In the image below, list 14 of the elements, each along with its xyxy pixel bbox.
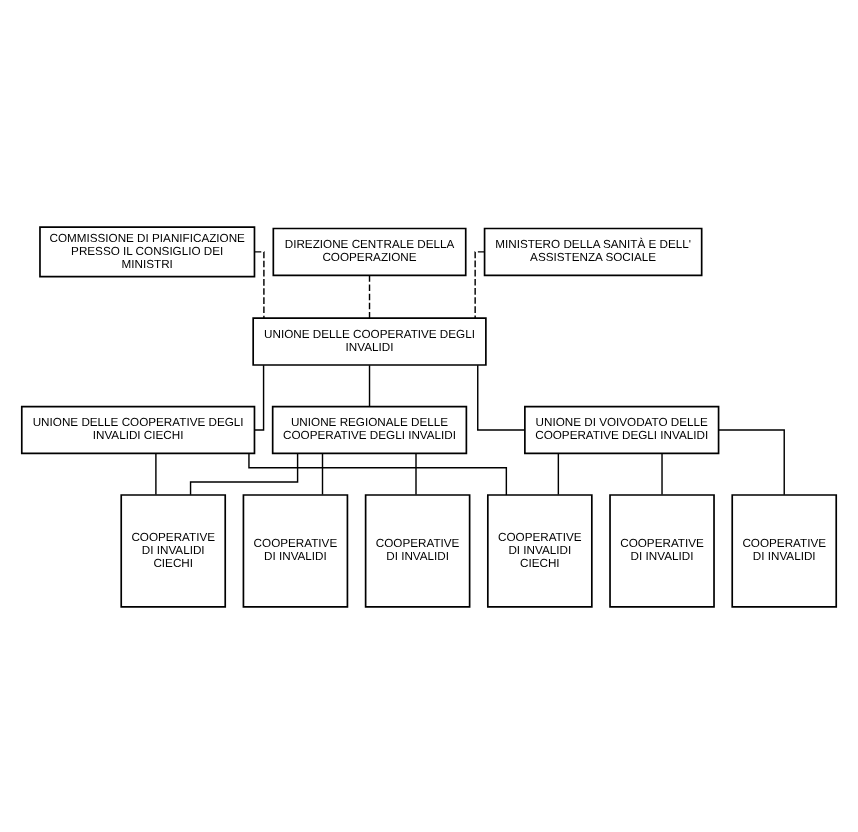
connector	[254, 250, 265, 318]
connector	[368, 273, 371, 318]
connector	[415, 452, 417, 495]
connector	[557, 452, 560, 495]
connector	[717, 428, 785, 495]
connector	[248, 451, 508, 495]
connector	[368, 363, 371, 406]
connector	[155, 452, 157, 495]
connector	[321, 452, 324, 495]
connector	[189, 451, 299, 495]
connector	[253, 363, 265, 430]
connector	[661, 452, 663, 495]
connector	[474, 250, 486, 318]
connector	[477, 363, 526, 430]
